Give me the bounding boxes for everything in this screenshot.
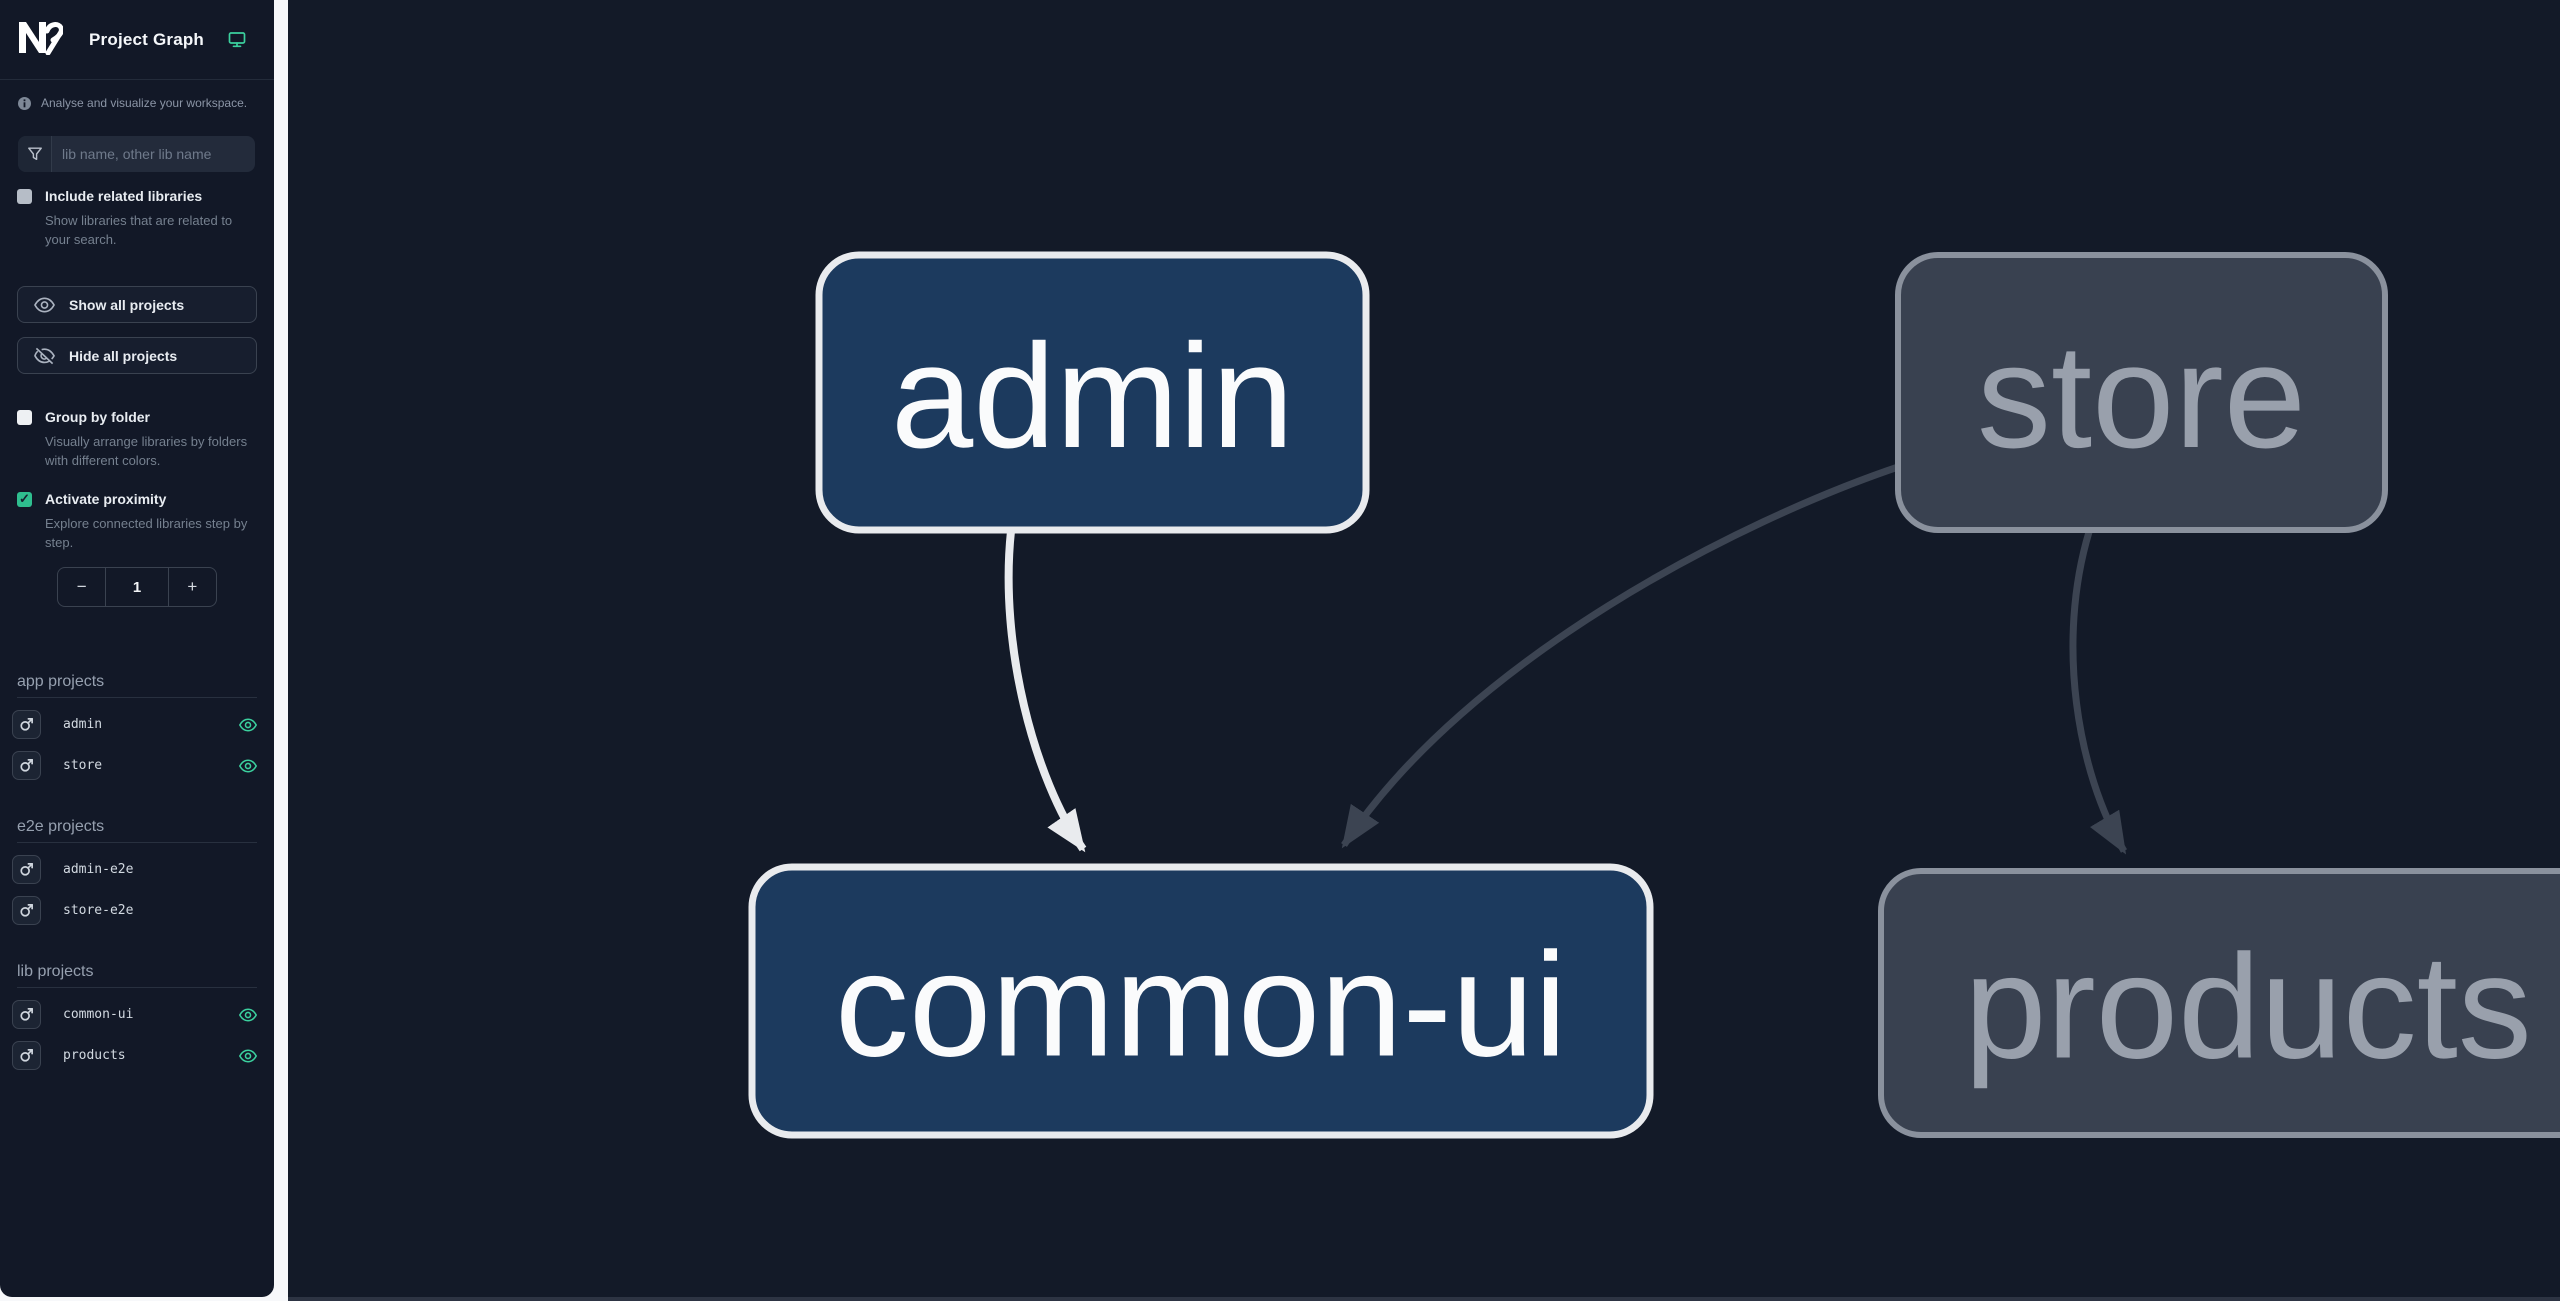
proximity-depth-value: 1 <box>105 568 169 606</box>
focus-project-button[interactable] <box>12 1000 41 1029</box>
edge-store-to-common-ui <box>1341 462 1903 849</box>
show-all-projects-label: Show all projects <box>69 296 185 313</box>
node-box-admin[interactable] <box>815 251 1370 534</box>
section-title: app projects <box>17 673 257 698</box>
hide-all-projects-button[interactable]: Hide all projects <box>17 337 257 374</box>
project-row-store: store <box>12 751 257 780</box>
focus-project-icon <box>19 1007 34 1022</box>
section-e2e-projects: e2e projects admin-e2e store-e2e <box>0 818 274 925</box>
section-title: e2e projects <box>17 818 257 843</box>
tagline-text: Analyse and visualize your workspace. <box>41 96 248 110</box>
info-icon <box>18 96 31 110</box>
checkbox[interactable] <box>17 491 32 507</box>
focus-project-icon <box>19 903 34 918</box>
graph-node-common-ui[interactable]: common-ui <box>748 863 1654 1139</box>
graph-node-store[interactable]: store <box>1895 252 2388 533</box>
focus-project-icon <box>19 758 34 773</box>
focus-project-button[interactable] <box>12 710 41 739</box>
node-label-products: products <box>1964 925 2532 1090</box>
sidebar: Project Graph Analyse and visual <box>0 0 288 1301</box>
focus-project-button[interactable] <box>12 751 41 780</box>
hide-all-projects-label: Hide all projects <box>69 347 178 364</box>
node-box-common-ui[interactable] <box>748 863 1654 1139</box>
project-name: store-e2e <box>63 903 134 918</box>
project-row-common-ui: common-ui <box>12 1000 257 1029</box>
tagline-row: Analyse and visualize your workspace. <box>18 96 257 110</box>
decrement-button[interactable]: − <box>58 568 105 606</box>
project-row-store-e2e: store-e2e <box>12 896 257 925</box>
project-name: products <box>63 1048 126 1063</box>
project-row-admin-e2e: admin-e2e <box>12 855 257 884</box>
project-name: store <box>63 758 103 773</box>
increment-button[interactable]: + <box>169 568 216 606</box>
focus-project-button[interactable] <box>12 1041 41 1070</box>
sidebar-panel: Project Graph Analyse and visual <box>0 0 274 1297</box>
eye-icon[interactable] <box>239 1007 257 1022</box>
node-label-admin: admin <box>891 314 1294 479</box>
eye-icon[interactable] <box>239 758 257 773</box>
filter-projects-input[interactable] <box>52 136 255 172</box>
project-name: admin-e2e <box>63 862 134 877</box>
checkbox-label: Group by folder <box>45 409 150 425</box>
checkbox-description: Explore connected libraries step by step… <box>45 516 248 550</box>
graph-node-products[interactable]: products <box>1878 868 2560 1138</box>
section-title: lib projects <box>17 963 257 988</box>
focus-project-icon <box>19 1048 34 1063</box>
eye-icon[interactable] <box>239 717 257 732</box>
checkbox-description: Show libraries that are related to your … <box>45 213 233 247</box>
node-label-common-ui: common-ui <box>835 923 1567 1088</box>
nx-logo <box>17 19 64 60</box>
edge-admin-to-common-ui <box>1004 530 1087 853</box>
project-row-products: products <box>12 1041 257 1070</box>
checkbox-description: Visually arrange libraries by folders wi… <box>45 434 248 468</box>
funnel-icon <box>18 136 52 172</box>
checkbox-label: Activate proximity <box>45 491 167 507</box>
checkbox[interactable] <box>17 189 32 204</box>
checkbox[interactable] <box>17 410 32 425</box>
show-all-projects-button[interactable]: Show all projects <box>17 286 257 323</box>
proximity-stepper: − 1 + <box>57 567 217 607</box>
focus-project-icon <box>19 717 34 732</box>
project-name: admin <box>63 717 103 732</box>
edge-store-to-products <box>2069 530 2128 855</box>
eye-off-icon <box>34 347 55 365</box>
app-title: Project Graph <box>89 29 205 49</box>
eye-icon <box>34 297 55 313</box>
focus-project-icon <box>19 862 34 877</box>
monitor-icon[interactable] <box>228 31 246 48</box>
project-lists: app projects admin store e2e projects admin-… <box>0 673 274 1070</box>
section-app-projects: app projects admin store <box>0 673 274 780</box>
node-label-store: store <box>1977 314 2306 479</box>
node-box-store[interactable] <box>1895 252 2388 533</box>
graph-canvas[interactable]: admin store common-ui products <box>288 0 2560 1301</box>
section-lib-projects: lib projects common-ui products <box>0 963 274 1070</box>
search-box <box>18 136 255 172</box>
project-name: common-ui <box>63 1007 134 1022</box>
focus-project-button[interactable] <box>12 896 41 925</box>
focus-project-button[interactable] <box>12 855 41 884</box>
project-row-admin: admin <box>12 710 257 739</box>
graph-node-admin[interactable]: admin <box>815 251 1370 534</box>
node-box-products[interactable] <box>1878 868 2560 1138</box>
sidebar-header: Project Graph <box>0 0 274 80</box>
eye-icon[interactable] <box>239 1048 257 1063</box>
project-graph-svg: admin store common-ui products <box>748 251 2560 1139</box>
checkbox-label: Include related libraries <box>45 188 203 204</box>
